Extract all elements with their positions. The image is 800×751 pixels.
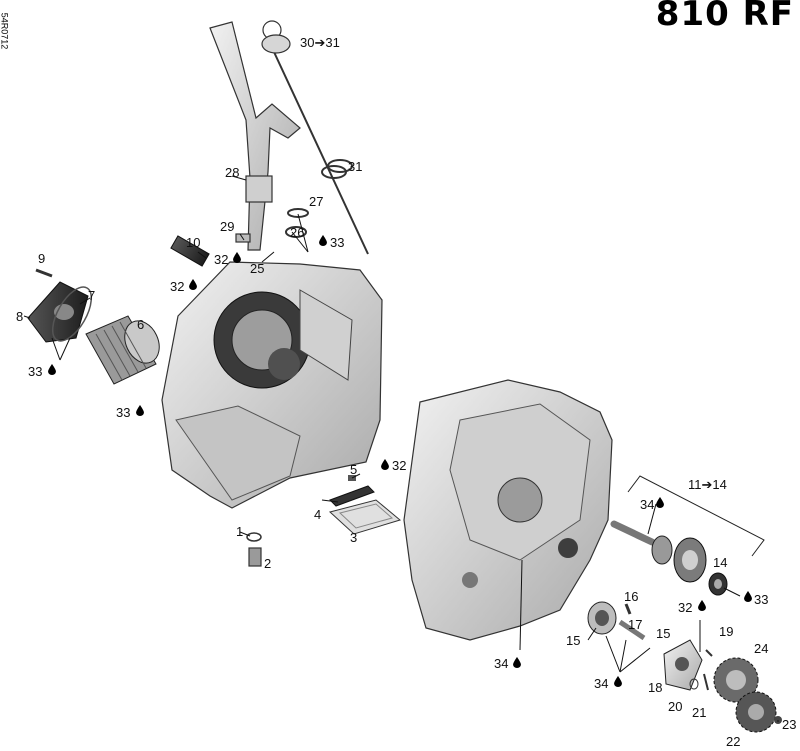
callout-34a: 34 [640,497,654,512]
callout-9: 9 [38,251,45,266]
callout-27: 27 [309,194,323,209]
callout-32a: 32 [214,252,228,267]
drop-icon [744,591,752,602]
drop-icon [656,497,664,508]
bearing-gear [651,535,707,583]
callout-3: 3 [350,530,357,545]
drop-icon [233,252,241,263]
callout-7: 7 [88,288,95,303]
drop-icon [381,459,389,470]
leader-lines [23,175,779,722]
callout-5: 5 [350,462,357,477]
dipstick [261,20,369,255]
seal-14 [708,572,728,596]
callout-17: 17 [628,617,642,632]
callout-31: 31 [348,159,362,174]
callout-10: 10 [186,235,200,250]
callout-28: 28 [225,165,239,180]
callout-16: 16 [624,589,638,604]
callout-33d: 33 [754,592,768,607]
callout-23: 23 [782,717,796,732]
o-ring-31 [321,159,353,179]
drop-icon [614,676,622,687]
strainer-3 [328,499,402,535]
callout-1: 1 [236,524,243,539]
callout-6: 6 [137,317,144,332]
drop-icon [189,279,197,290]
pin-16 [624,603,632,615]
group-bracket-11-14 [627,475,765,557]
drop-icon [48,364,56,375]
callout-18: 18 [648,680,662,695]
pump-shaft-17 [618,619,646,641]
pump-shaft [610,520,656,546]
sensor-10 [170,235,210,267]
callout-32b: 32 [170,279,184,294]
callout-32c: 32 [392,458,406,473]
callout-29: 29 [220,219,234,234]
callout-15a: 15 [566,633,580,648]
callout-33a: 33 [28,364,42,379]
o-ring-7 [51,286,93,342]
pump-housing-15 [587,601,617,635]
drop-icon [319,235,327,246]
gear-22 [735,691,777,733]
drain-plug-2 [246,532,262,567]
callout-4: 4 [314,507,321,522]
callout-11-14: 11➔14 [688,477,727,492]
callout-19: 19 [719,624,733,639]
callout-33b: 33 [116,405,130,420]
drop-icon [136,405,144,416]
screw-9 [35,268,53,278]
drop-icon [698,600,706,611]
callout-30-31: 30➔31 [300,35,340,50]
callout-21: 21 [692,705,706,720]
pump-cover-18 [663,639,703,691]
drop-icon [513,657,521,668]
callout-33c: 33 [330,235,344,250]
callout-26: 26 [290,225,304,240]
crankcase-right [403,379,613,641]
oil-filler-tube [209,21,301,251]
pins-19-21 [689,649,713,691]
callout-34b: 34 [594,676,608,691]
callout-24: 24 [754,641,768,656]
callout-22: 22 [726,734,740,749]
gasket-4 [329,485,375,507]
callout-15b: 15 [656,626,670,641]
callout-14: 14 [713,555,727,570]
diagram-title: 810 RF [655,0,794,34]
callout-labels: 1 2 3 4 5 6 7 8 9 10 11➔14 14 15 15 16 1… [16,35,796,749]
callout-25: 25 [250,261,264,276]
callout-32d: 32 [678,600,692,615]
crankcase-left [161,261,383,509]
oil-filter-6 [85,315,160,385]
callout-2: 2 [264,556,271,571]
callout-20: 20 [668,699,682,714]
callout-8: 8 [16,309,23,324]
callout-34c: 34 [494,656,508,671]
gear-24 [713,657,759,703]
